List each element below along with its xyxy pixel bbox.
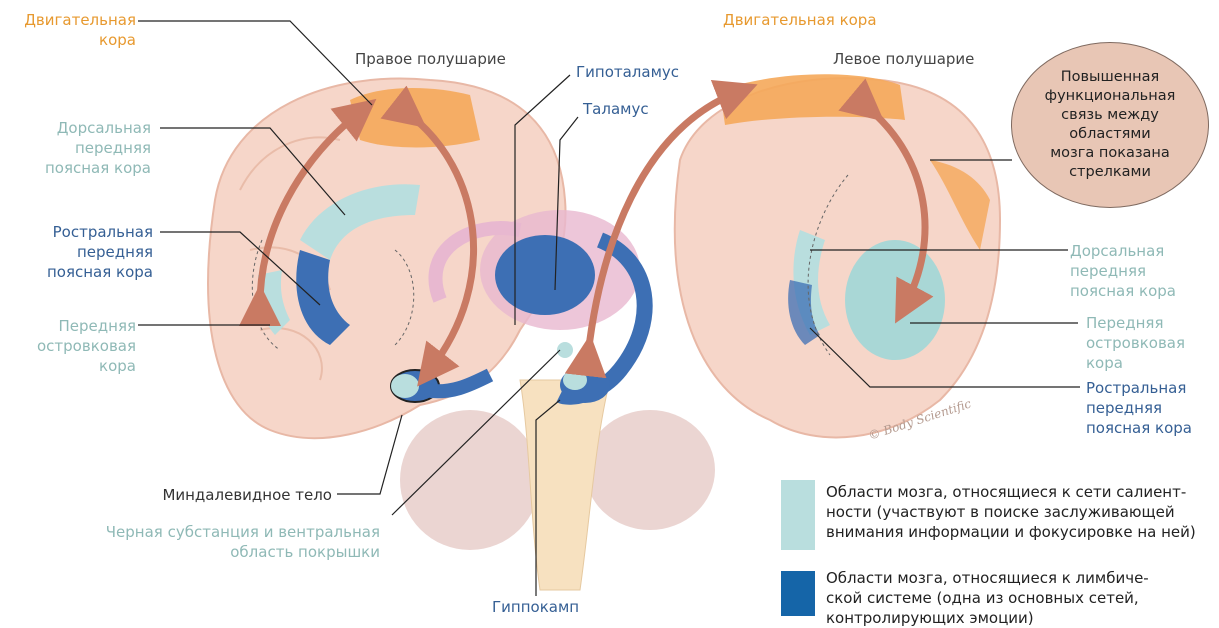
label-motor-cortex-right: Двигательная кора bbox=[723, 10, 877, 30]
legend-swatch-limbic bbox=[781, 571, 815, 616]
label-amygdala: Миндалевидное тело bbox=[100, 485, 332, 505]
label-substantia-nigra: Черная субстанция и вентральная область … bbox=[60, 522, 380, 562]
legend-text-limbic: Области мозга, относящиеся к лимбиче- ск… bbox=[826, 568, 1149, 628]
label-anterior-insula-left: Передняя островковая кора bbox=[6, 316, 136, 376]
label-motor-cortex-left: Двигательная кора bbox=[6, 10, 136, 50]
legend-text-salience: Области мозга, относящиеся к сети салиен… bbox=[826, 482, 1196, 542]
connectivity-note-bubble: Повышенная функциональная связь между об… bbox=[1011, 42, 1209, 208]
label-rostral-acc-right: Ростральная передняя поясная кора bbox=[1086, 378, 1192, 438]
label-dorsal-acc-left: Дорсальная передняя поясная кора bbox=[6, 118, 151, 178]
label-right-hemisphere: Правое полушарие bbox=[355, 49, 506, 69]
label-hypothalamus: Гипоталамус bbox=[576, 62, 679, 82]
thalamus-shape bbox=[495, 235, 595, 315]
label-rostral-acc-left: Ростральная передняя поясная кора bbox=[6, 222, 153, 282]
label-anterior-insula-right: Передняя островковая кора bbox=[1086, 313, 1185, 373]
left-hemisphere-drawing bbox=[675, 74, 1000, 437]
label-dorsal-acc-right: Дорсальная передняя поясная кора bbox=[1070, 241, 1176, 301]
legend-swatch-salience bbox=[781, 480, 815, 550]
insula-left-hemi bbox=[845, 240, 945, 360]
label-left-hemisphere: Левое полушарие bbox=[833, 49, 974, 69]
label-hippocampus: Гиппокамп bbox=[492, 597, 579, 617]
connectivity-note-text: Повышенная функциональная связь между об… bbox=[1045, 68, 1176, 182]
label-thalamus: Таламус bbox=[583, 99, 649, 119]
